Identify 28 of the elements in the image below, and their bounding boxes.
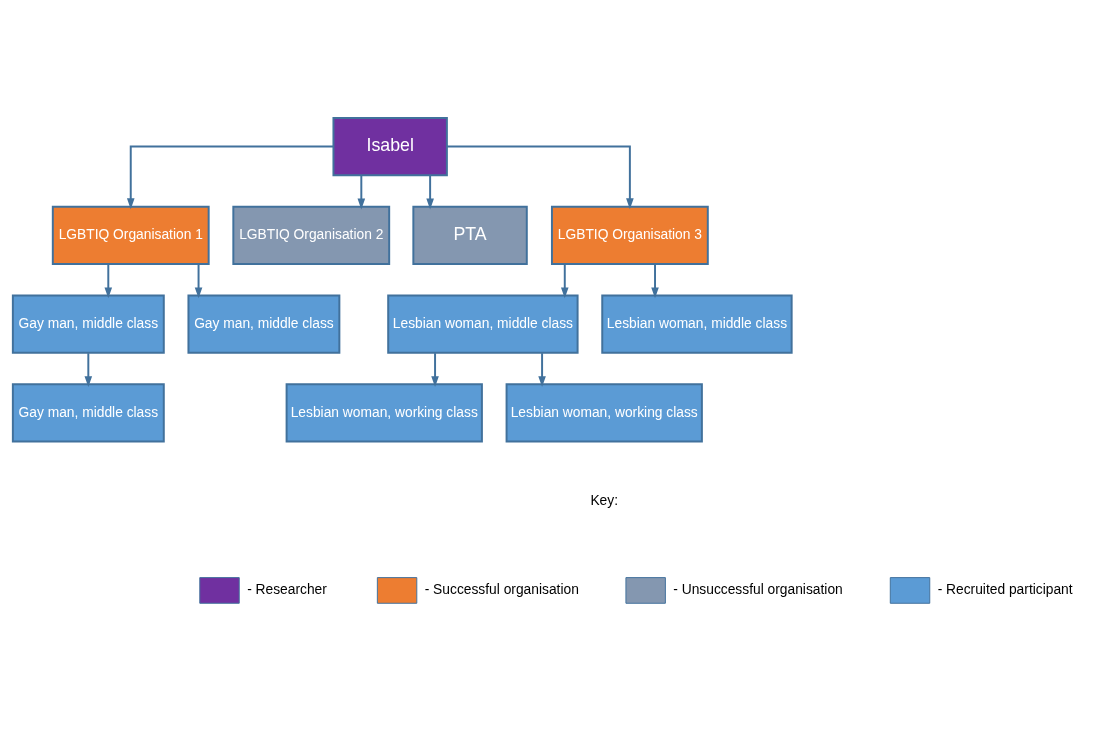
node-box: Gay man, middle class [11,294,165,354]
arrow [538,351,546,387]
label: Key: [590,491,619,508]
node-box: Isabel [332,116,448,176]
node-box: LGBTIQ Organisation 3 [550,205,709,265]
arrow [426,174,434,209]
arrow [560,262,569,298]
node-box: Gay man, middle class [187,294,341,354]
arrow [194,262,203,298]
node-box: Lesbian woman, middle class [387,294,579,354]
arrow [446,145,634,209]
arrow [126,145,335,209]
node-box: PTA [412,205,528,265]
node-box: LGBTIQ Organisation 1 [51,205,210,265]
node-box: Lesbian woman, working class [285,382,483,442]
arrow [104,262,113,298]
legend-label: - Researcher [247,580,327,597]
legend-label: - Recruited participant [937,580,1073,597]
legend-label: - Successful organisation [424,580,579,597]
arrow [357,174,366,209]
node-box: Gay man, middle class [11,382,165,442]
arrow [431,351,439,387]
arrow [84,351,93,387]
node-box: LGBTIQ Organisation 2 [232,205,391,265]
node-box: Lesbian woman, working class [505,382,703,442]
legend-label: - Unsuccessful organisation [673,580,843,597]
node-box: Lesbian woman, middle class [601,294,793,354]
arrow [651,262,659,298]
